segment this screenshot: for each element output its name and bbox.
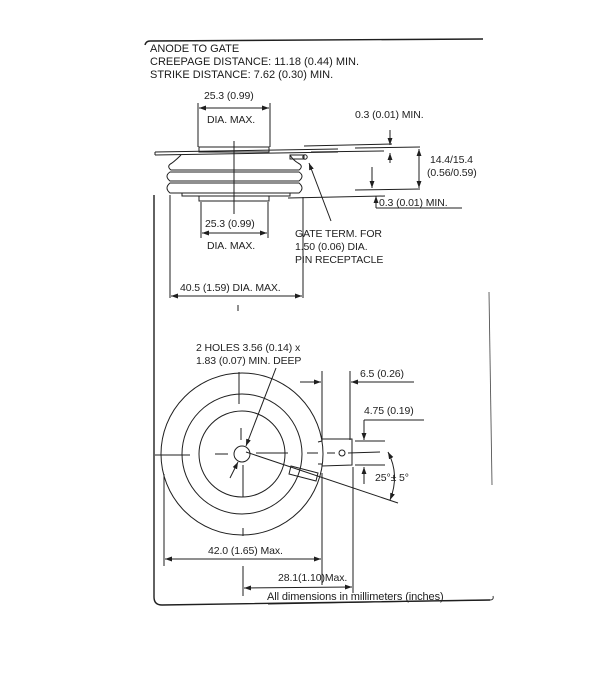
dim-center-to-tab: 28.1(1.10)Max. [278,572,348,584]
note-strike-distance: STRIKE DISTANCE: 7.62 (0.30) MIN. [150,69,334,81]
dim-angle: 25°± 5° [375,472,409,484]
dim-flange-clearance-bottom: 0.3 (0.01) MIN. [379,197,448,209]
footer-units-note: All dimensions in millimeters (inches) [267,591,444,603]
note-holes-2: 1.83 (0.07) MIN. DEEP [196,355,302,367]
dim-overall-dia-top: 42.0 (1.65) Max. [208,545,283,557]
side-view [154,103,462,311]
dim-overall-dia-side: 40.5 (1.59) DIA. MAX. [180,282,281,294]
note-gate-term-3: PIN RECEPTACLE [295,254,384,266]
dim-bottom-contact-dia-note: DIA. MAX. [207,240,256,252]
dim-bottom-contact-dia: 25.3 (0.99) [205,218,255,230]
note-gate-term-1: GATE TERM. FOR [295,228,382,240]
frame-border [144,38,493,606]
top-view [155,367,494,605]
dim-flange-clearance-top: 0.3 (0.01) MIN. [355,109,424,121]
note-gate-term-2: 1.50 (0.06) DIA. [295,241,368,253]
note-holes-1: 2 HOLES 3.56 (0.14) x [196,342,301,354]
dim-tab-length: 6.5 (0.26) [360,368,404,380]
dim-height-inches: (0.56/0.59) [427,167,477,179]
dim-height: 14.4/15.4 [430,154,473,166]
dim-top-contact-dia: 25.3 (0.99) [204,90,254,102]
note-anode-to-gate: ANODE TO GATE [150,43,240,55]
dim-top-contact-dia-note: DIA. MAX. [207,114,256,126]
note-creepage-distance: CREEPAGE DISTANCE: 11.18 (0.44) MIN. [150,56,360,68]
dim-tab-width: 4.75 (0.19) [364,405,414,417]
